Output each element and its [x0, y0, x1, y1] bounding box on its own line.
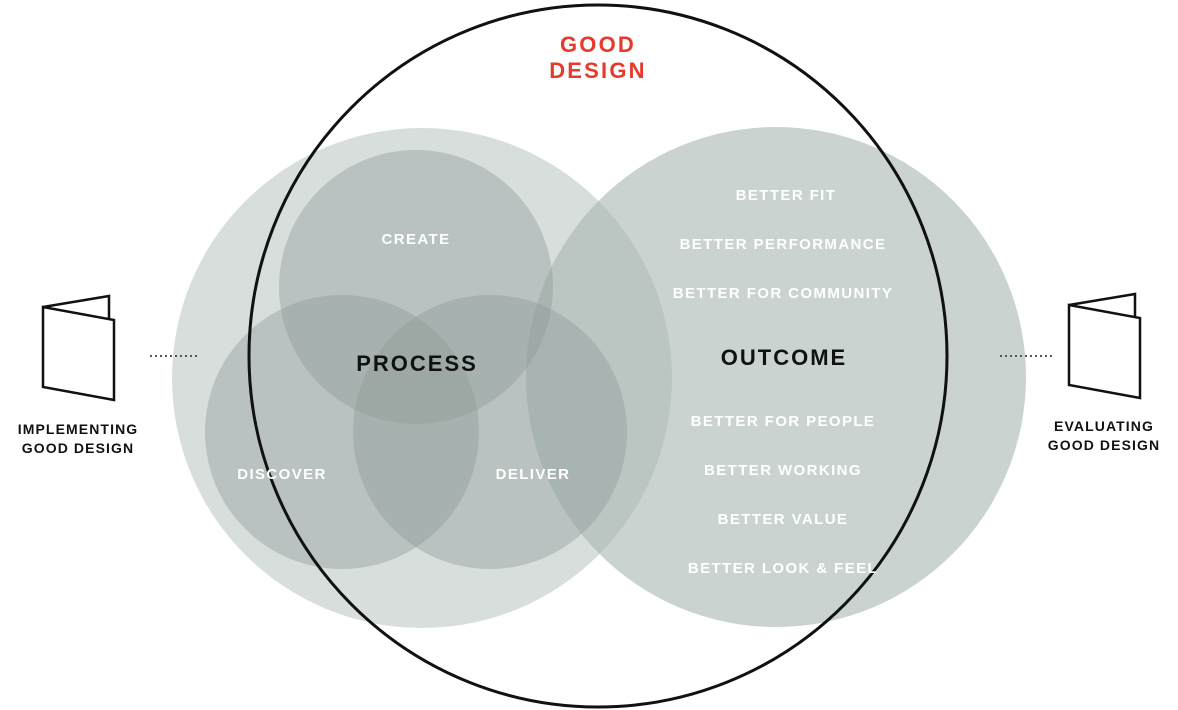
title-line-1: GOOD [560, 32, 636, 57]
evaluating-label-line-1: EVALUATING [1054, 418, 1154, 434]
deliver-circle [353, 295, 627, 569]
create-label: CREATE [382, 231, 451, 248]
outcome-item: BETTER FOR COMMUNITY [673, 285, 894, 302]
evaluating-label-line-2: GOOD DESIGN [1048, 437, 1160, 453]
title-line-2: DESIGN [549, 58, 647, 83]
booklet-icon [41, 294, 116, 402]
outcome-item: BETTER FIT [736, 187, 837, 204]
process-label: PROCESS [356, 351, 478, 376]
discover-circle [205, 295, 479, 569]
outcome-circle [526, 127, 1026, 627]
implementing-label-line-2: GOOD DESIGN [22, 440, 134, 456]
discover-label: DISCOVER [237, 466, 327, 483]
outcome-item: BETTER FOR PEOPLE [691, 413, 876, 430]
implementing-label-line-1: IMPLEMENTING [18, 421, 139, 437]
booklet-icon [1067, 292, 1142, 400]
process-circle [172, 128, 672, 628]
outcome-item: BETTER PERFORMANCE [680, 236, 887, 253]
deliver-label: DELIVER [496, 466, 571, 483]
outcome-item: BETTER VALUE [718, 511, 849, 528]
good-design-outline [247, 3, 949, 709]
outcome-item: BETTER WORKING [704, 462, 862, 479]
create-circle [279, 150, 553, 424]
outcome-item: BETTER LOOK & FEEL [688, 560, 878, 577]
outcome-label: OUTCOME [721, 345, 847, 370]
